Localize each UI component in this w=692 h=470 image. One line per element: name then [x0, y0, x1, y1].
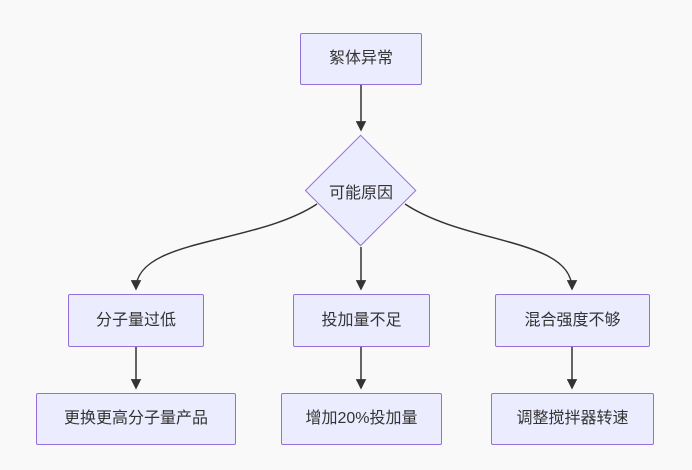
- node-decision-label: 可能原因: [328, 185, 393, 202]
- node-cause1: 分子量过低: [68, 294, 204, 347]
- node-cause1-label: 分子量过低: [95, 311, 176, 329]
- node-action3-label: 调整搅拌器转速: [516, 410, 629, 427]
- node-action3: 调整搅拌器转速: [491, 393, 654, 445]
- node-decision: 可能原因: [304, 134, 418, 248]
- node-action2-label: 增加20%投加量: [305, 410, 418, 427]
- node-cause2-label: 投加量不足: [321, 311, 402, 329]
- edge-decision-cause1: [130, 203, 318, 291]
- edge-decision-cause3: [404, 203, 578, 291]
- node-action1-label: 更换更高分子量产品: [63, 410, 208, 427]
- node-action2: 增加20%投加量: [281, 393, 442, 445]
- node-root: 絮体异常: [300, 33, 422, 85]
- node-cause2: 投加量不足: [293, 294, 430, 347]
- node-root-label: 絮体异常: [328, 50, 393, 67]
- node-cause3-label: 混合强度不够: [524, 311, 621, 329]
- node-action1: 更换更高分子量产品: [36, 393, 236, 445]
- node-cause3: 混合强度不够: [495, 294, 650, 347]
